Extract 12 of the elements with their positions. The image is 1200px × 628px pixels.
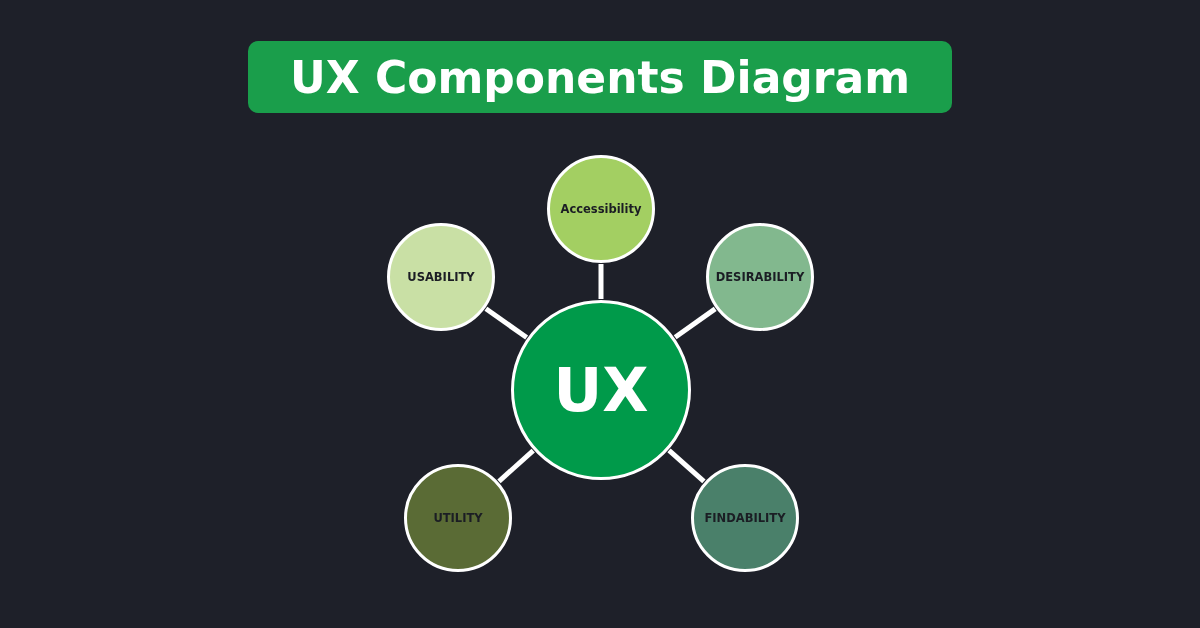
connector-line xyxy=(673,306,717,340)
connector-line xyxy=(598,264,604,299)
connector-line xyxy=(497,448,535,484)
title-banner: UX Components Diagram xyxy=(248,41,952,113)
circle-label: Accessibility xyxy=(560,202,642,216)
circle-label: UTILITY xyxy=(433,511,483,525)
circle-label: USABILITY xyxy=(407,270,475,284)
circle-label: UX xyxy=(553,355,649,425)
circle-label: FINDABILITY xyxy=(704,511,786,525)
circle-label: DESIRABILITY xyxy=(715,270,805,284)
connector-line xyxy=(667,448,706,484)
connector-line xyxy=(484,306,529,340)
